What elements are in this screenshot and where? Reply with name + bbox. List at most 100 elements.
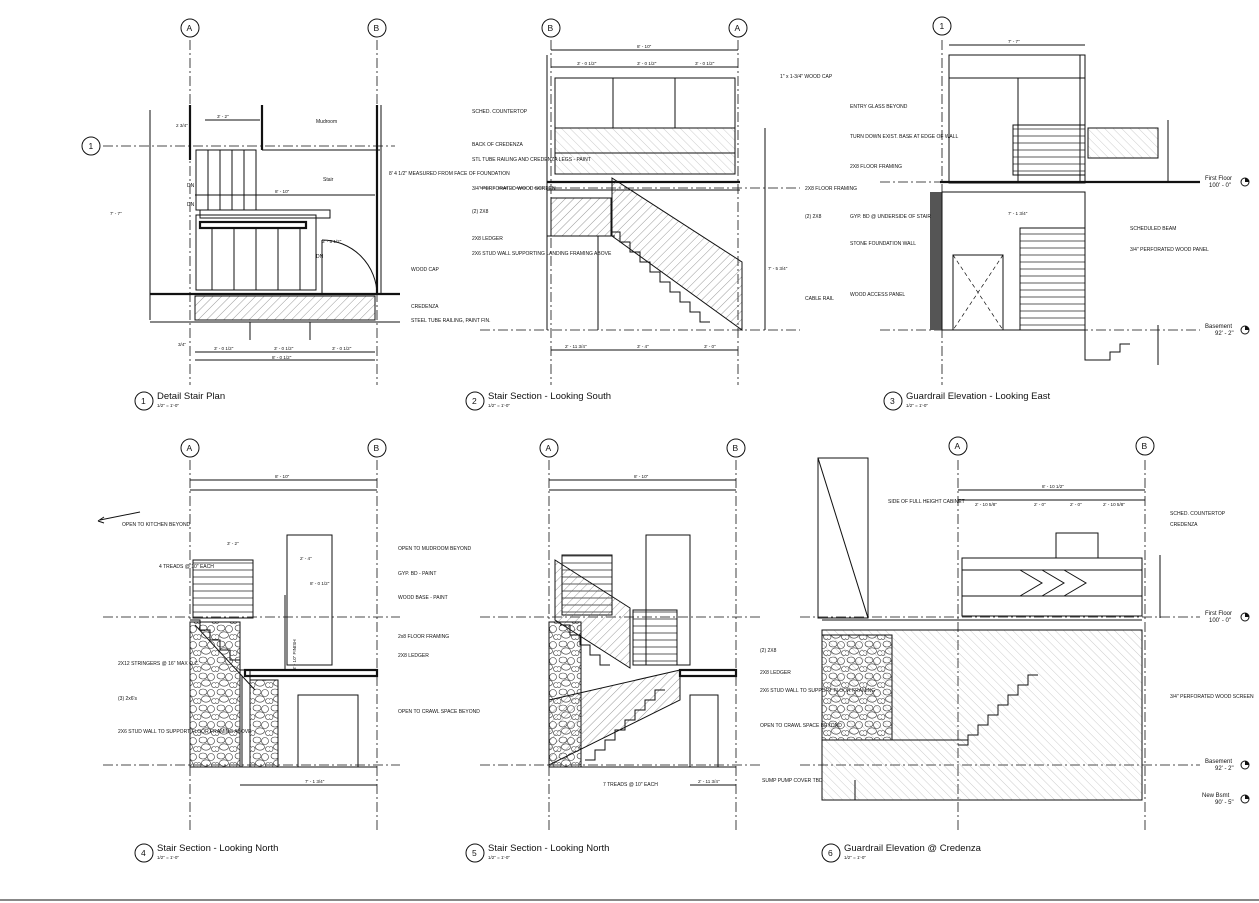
- v1-dn-1: DN: [187, 183, 195, 189]
- v1-dim-34: 2 3/4": [176, 123, 188, 128]
- v1-dim-b3: 3' - 0 1/2": [332, 346, 352, 351]
- view-4-title: Stair Section - Looking North: [157, 843, 278, 854]
- grid-bubble-v5-b: B: [733, 443, 739, 453]
- grid-bubble-v5-a: A: [546, 443, 552, 453]
- v2-countertop-note: SCHED. COUNTERTOP: [472, 109, 528, 115]
- grid-bubble-v2-a: A: [735, 23, 741, 33]
- view-6-title: Guardrail Elevation @ Credenza: [844, 843, 982, 854]
- v2-wood-cap-note: 1" x 1-3/4" WOOD CAP: [780, 74, 833, 80]
- view-2-scale: 1/2" = 1'-0": [488, 403, 510, 408]
- view-3-title: Guardrail Elevation - Looking East: [906, 391, 1051, 402]
- v4-kitchen-note: OPEN TO KITCHEN BEYOND: [122, 522, 191, 528]
- v2-dim-b2: 3' - 4": [637, 344, 649, 349]
- v2-ledger-note: 2X8 LEDGER: [472, 236, 503, 242]
- v6-level-basement-elev: 92' - 2": [1215, 766, 1234, 772]
- v5-crawl-note: OPEN TO CRAWL SPACE BEYOND: [760, 723, 842, 729]
- v1-measured-note: 8' 4 1/2" MEASURED FROM FACE OF FOUNDATI…: [389, 171, 510, 177]
- v5-treads-note: 7 TREADS @ 10" EACH: [603, 782, 658, 788]
- v6-sump-note: SUMP PUMP COVER TBD: [762, 778, 823, 784]
- v1-stair-label: Stair: [323, 177, 334, 183]
- v6-level-new-bsmt: New Bsmt: [1202, 793, 1230, 799]
- v1-dim-34b: 3/4": [178, 342, 186, 347]
- view-6-scale: 1/2" = 1'-0": [844, 855, 866, 860]
- grid-bubble-v1-b: B: [374, 23, 380, 33]
- v3-level-first-floor: First Floor: [1205, 176, 1232, 182]
- v5-dim-bot: 2' - 11 3/4": [698, 779, 720, 784]
- view-6-number: 6: [828, 848, 833, 858]
- v6-dim-d: 2' - 10 5/8": [1103, 502, 1125, 507]
- v2-tube-railing-note: STL TUBE RAILING AND CREDENZA LEGS - PAI…: [472, 157, 591, 163]
- grid-bubbles: [81, 16, 1155, 458]
- view-title-markers: [134, 391, 903, 863]
- v5-stud-wall-note: 2X6 STUD WALL TO SUPPORT FLOOR FRAMING: [760, 688, 875, 694]
- v6-perf-screen-note: 3/4" PERFORATED WOOD SCREEN: [1170, 694, 1254, 700]
- v2-stud-wall-note: 2X6 STUD WALL SUPPORTING LANDING FRAMING…: [472, 251, 612, 257]
- v4-dim-a: 3' - 2": [227, 541, 239, 546]
- v3-perf-panel-note: 3/4" PERFORATED WOOD PANEL: [1130, 247, 1209, 253]
- view-5-section: [480, 460, 760, 830]
- v2-floor-framing-note: 2X8 FLOOR FRAMING: [805, 186, 857, 192]
- v3-turn-down-note: TURN DOWN EXIST. BASE AT EDGE OF WALL: [850, 134, 958, 140]
- v2-dim-top: 8' - 10": [637, 44, 652, 49]
- view-2-number: 2: [472, 396, 477, 406]
- v6-dim-top: 8' - 10 1/2": [1042, 484, 1064, 489]
- v4-treads-note: 4 TREADS @ 10" EACH: [159, 564, 214, 570]
- v5-dim-top: 8' - 10": [634, 474, 649, 479]
- view-5-title: Stair Section - Looking North: [488, 843, 609, 854]
- v4-dim-b: 2' - 4": [300, 556, 312, 561]
- v5-2x8-note: (2) 2X8: [760, 648, 777, 654]
- v4-stud-wall-note: 2X6 STUD WALL TO SUPPORT FLOOR FRAMING A…: [118, 729, 252, 735]
- v6-level-new-bsmt-elev: 90' - 5": [1215, 800, 1234, 806]
- v2-back-credenza-note: BACK OF CREDENZA: [472, 142, 524, 148]
- v1-dim-ball: 8' - 0 1/2": [272, 355, 292, 360]
- v4-dim-top: 8' - 10": [275, 474, 290, 479]
- v1-dim-b1: 3' - 0 1/2": [214, 346, 234, 351]
- v6-dim-c: 2' - 0": [1070, 502, 1082, 507]
- v6-level-first-floor-elev: 100' - 0": [1209, 618, 1231, 624]
- grid-bubble-v6-b: B: [1142, 441, 1148, 451]
- v4-2x6-note: (3) 2x6's: [118, 696, 138, 702]
- v6-level-basement: Basement: [1205, 759, 1232, 765]
- v2-dim-b: 3' - 0 1/2": [637, 61, 657, 66]
- v3-foundation-note: STONE FOUNDATION WALL: [850, 241, 916, 247]
- v3-level-basement-elev: 92' - 2": [1215, 331, 1234, 337]
- view-1-title: Detail Stair Plan: [157, 391, 225, 402]
- v6-countertop-note: SCHED. COUNTERTOP: [1170, 511, 1226, 517]
- view-3-scale: 1/2" = 1'-0": [906, 403, 928, 408]
- grid-bubble-v2-b: B: [548, 23, 554, 33]
- v3-access-panel-note: WOOD ACCESS PANEL: [850, 292, 905, 298]
- v6-level-first-floor: First Floor: [1205, 611, 1232, 617]
- v4-floor-framing-note: 2x8 FLOOR FRAMING: [398, 634, 449, 640]
- v2-perf-screen-note: 3/4" PERFORATED WOOD SCREEN: [472, 186, 556, 192]
- v1-railing-note: STEEL TUBE RAILING, PAINT FIN.: [411, 318, 491, 324]
- view-3-number: 3: [890, 396, 895, 406]
- view-4-number: 4: [141, 848, 146, 858]
- v6-dim-b: 2' - 0": [1034, 502, 1046, 507]
- view-1-number: 1: [141, 396, 146, 406]
- v1-credenza-note: CREDENZA: [411, 304, 439, 310]
- view-4-section: [97, 460, 400, 830]
- v3-dim-top: 7' - 7": [1008, 39, 1020, 44]
- v4-stringers-note: 2X12 STRINGERS @ 16" MAX O.C.: [118, 661, 199, 667]
- v3-entry-glass-note: ENTRY GLASS BEYOND: [850, 104, 908, 110]
- v4-dim-bot: 7' - 1 3/4": [305, 779, 325, 784]
- v3-level-first-floor-elev: 100' - 0": [1209, 183, 1231, 189]
- view-3-elevation: [880, 40, 1200, 385]
- v5-ledger-note: 2X8 LEDGER: [760, 670, 791, 676]
- v2-2x8-left: (2) 2X8: [472, 209, 489, 215]
- v2-dim-h: 7' - 5 3/4": [768, 266, 788, 271]
- v1-wood-cap-note: WOOD CAP: [411, 267, 439, 273]
- v3-beam-note: SCHEDULED BEAM: [1130, 226, 1176, 232]
- v3-level-basement: Basement: [1205, 324, 1232, 330]
- v3-dim-mid: 7' - 1 3/4": [1008, 211, 1028, 216]
- v4-crawl-note: OPEN TO CRAWL SPACE BEYOND: [398, 709, 480, 715]
- grid-bubble-v4-a: A: [187, 443, 193, 453]
- view-5-scale: 1/2" = 1'-0": [488, 855, 510, 860]
- grid-bubble-v1-a: A: [187, 23, 193, 33]
- v2-dim-c: 3' - 0 1/2": [695, 61, 715, 66]
- grid-bubble-v6-a: A: [955, 441, 961, 451]
- v4-ledger-note: 2X8 LEDGER: [398, 653, 429, 659]
- v4-dim-c: 8' - 0 1/2": [310, 581, 330, 586]
- view-5-number: 5: [472, 848, 477, 858]
- level-target-icon: [1240, 177, 1250, 335]
